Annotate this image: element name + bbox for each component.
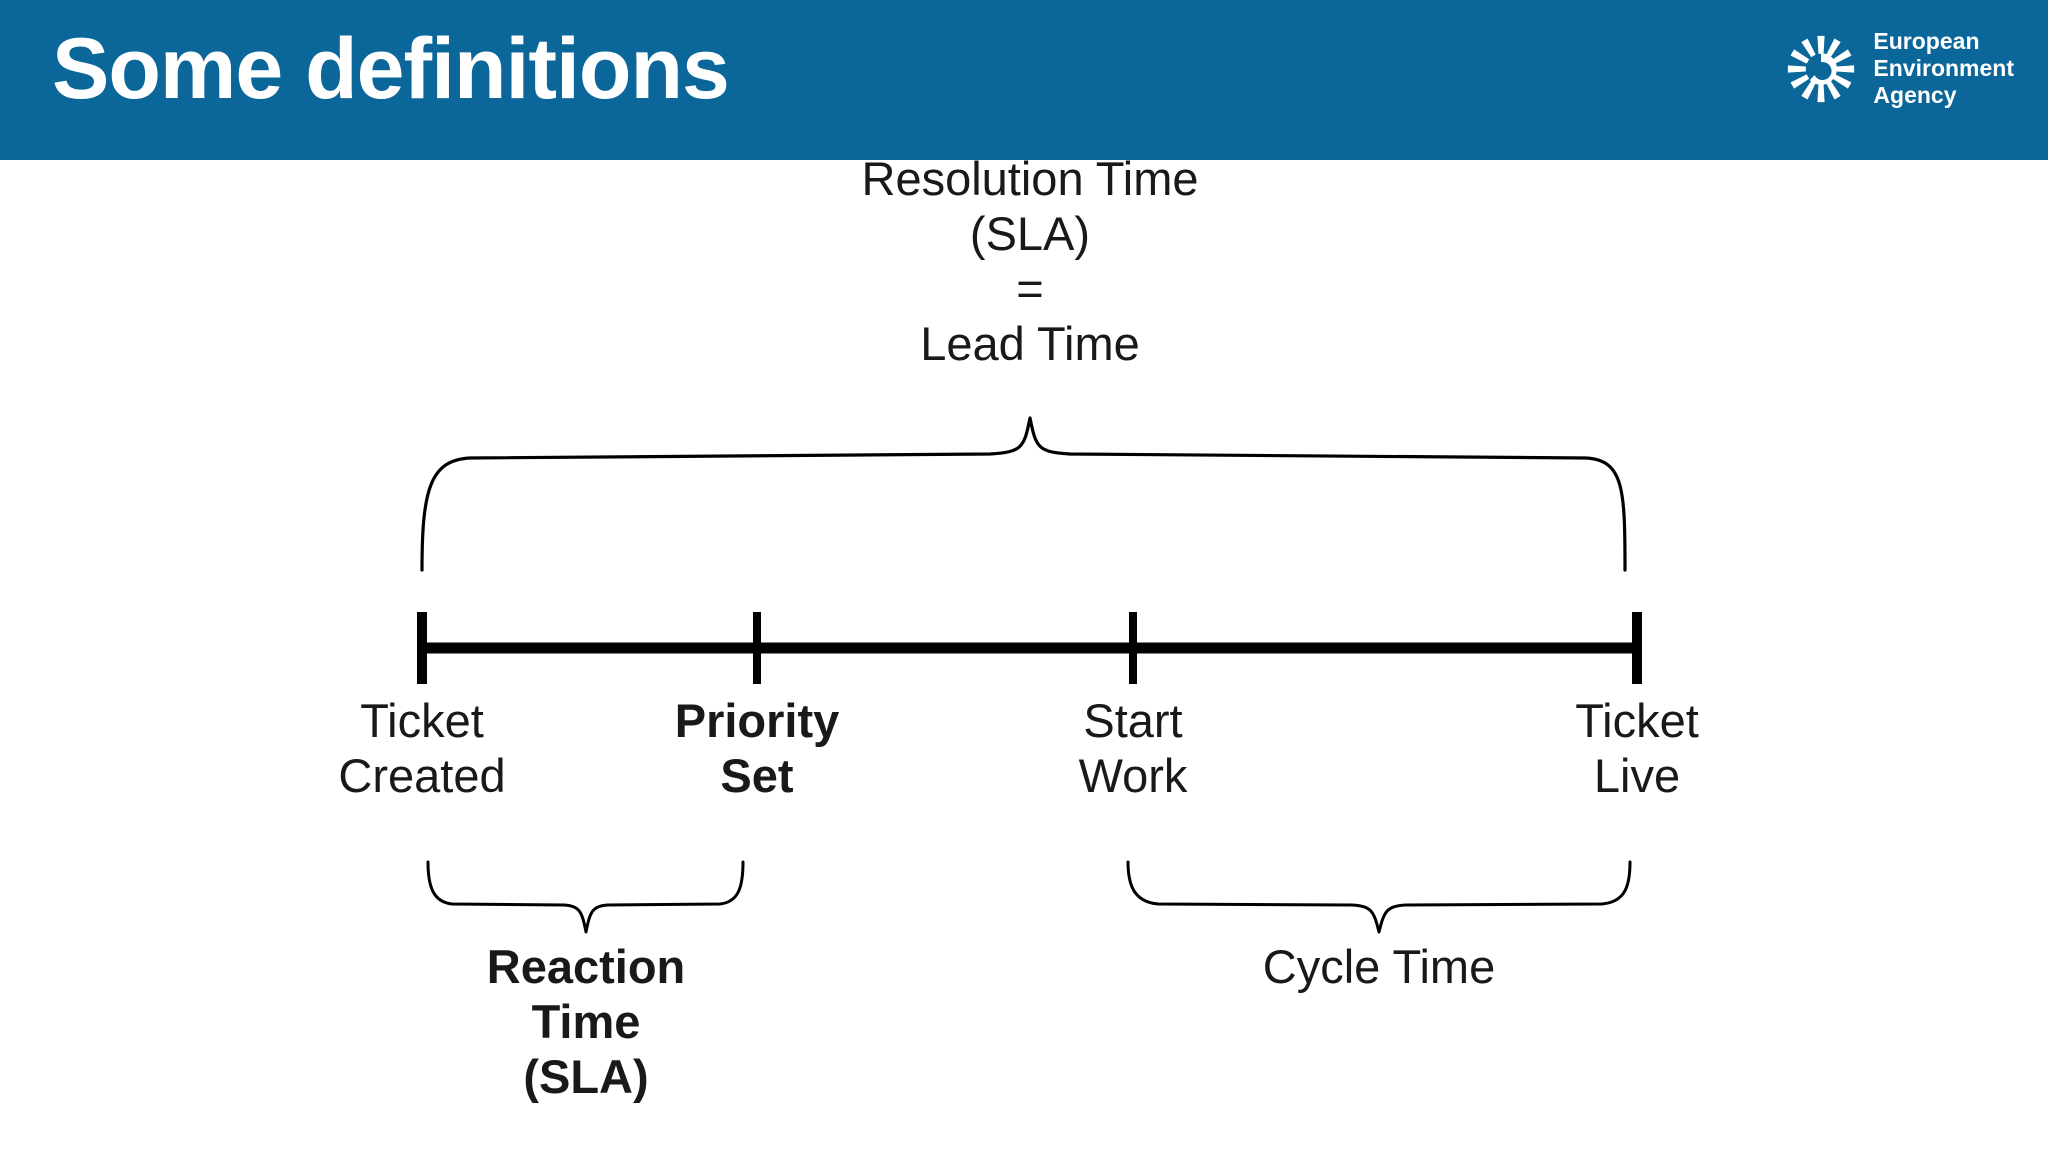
eea-logo: European Environment Agency: [1785, 28, 2014, 109]
slide-header-band: Some definitions: [0, 0, 2048, 160]
resolution-time-brace: [420, 416, 1627, 572]
page-title: Some definitions: [52, 21, 730, 117]
timeline-axis: [417, 612, 1642, 684]
reaction-time-brace: [426, 860, 745, 934]
eea-logo-text: European Environment Agency: [1873, 28, 2014, 109]
reaction-time-label: Reaction Time (SLA): [486, 940, 686, 1103]
event-label-ticket-live: Ticket Live: [1575, 694, 1699, 802]
cycle-time-label: Cycle Time: [1262, 940, 1496, 993]
event-label-priority-set: Priority Set: [674, 694, 840, 802]
event-label-ticket-created: Ticket Created: [338, 694, 506, 802]
timeline-graphics: [417, 416, 1642, 934]
cycle-time-brace: [1126, 860, 1632, 934]
eea-logo-line-1: European: [1873, 28, 1980, 54]
event-label-start-work: Start Work: [1078, 694, 1188, 802]
eea-logo-line-2: Environment: [1873, 55, 2014, 82]
resolution-time-label: Resolution Time (SLA) = Lead Time: [861, 152, 1199, 370]
eea-sun-starburst-icon: [1788, 35, 1855, 102]
eea-logo-line-3: Agency: [1873, 82, 1957, 109]
definitions-timeline-diagram: Resolution Time (SLA) = Lead Time Ticket…: [0, 152, 2048, 1152]
